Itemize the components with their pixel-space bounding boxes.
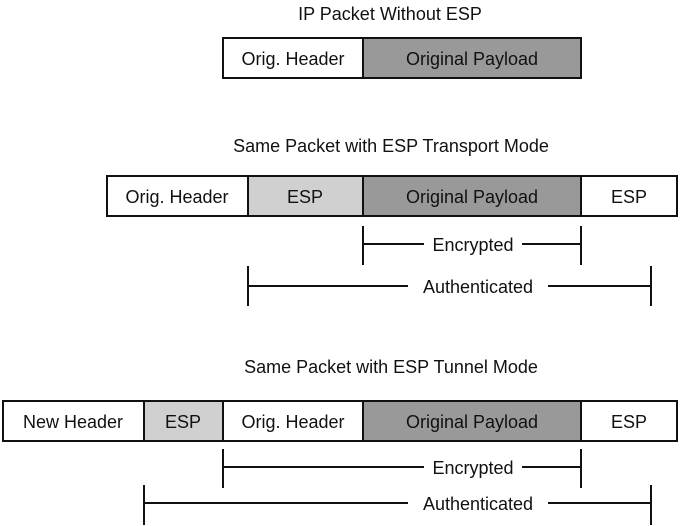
section3-new-header-cell — [2, 400, 145, 442]
section3-packet: New Header ESP Orig. Header Original Pay… — [2, 400, 678, 442]
section2-esp-trailer-cell — [580, 175, 678, 217]
section3-esp-trailer-cell — [580, 400, 678, 442]
section2-original-payload-label: Original Payload — [406, 187, 538, 207]
section2-esp-trailer-label: ESP — [611, 187, 647, 207]
section3-esp-header-cell — [143, 400, 224, 442]
section3-esp-header-label: ESP — [165, 412, 201, 432]
section3-authenticated-span: Authenticated — [143, 485, 652, 525]
section3-esp-trailer-label: ESP — [611, 412, 647, 432]
section2-title: Same Packet with ESP Transport Mode — [233, 136, 549, 156]
section2-encrypted-label: Encrypted — [432, 235, 513, 255]
section2-packet: Orig. Header ESP Original Payload ESP — [106, 175, 678, 217]
section3-orig-header-cell — [222, 400, 364, 442]
section2-original-payload-cell — [362, 175, 582, 217]
section1-title: IP Packet Without ESP — [298, 4, 482, 24]
section3-original-payload-label: Original Payload — [406, 412, 538, 432]
section2-orig-header-cell — [106, 175, 249, 217]
section1-original-payload-label: Original Payload — [406, 49, 538, 69]
section2-authenticated-label: Authenticated — [423, 277, 533, 297]
section2-orig-header-label: Orig. Header — [125, 187, 228, 207]
section2-esp-header-label: ESP — [287, 187, 323, 207]
section1-orig-header-cell — [222, 37, 364, 79]
section3-title: Same Packet with ESP Tunnel Mode — [244, 357, 538, 377]
section2-encrypted-span: Encrypted — [362, 226, 582, 265]
section3-orig-header-label: Orig. Header — [241, 412, 344, 432]
section1-orig-header-label: Orig. Header — [241, 49, 344, 69]
section3-new-header-label: New Header — [23, 412, 123, 432]
section2-authenticated-span: Authenticated — [247, 266, 652, 306]
section1-original-payload-cell — [362, 37, 582, 79]
section3-encrypted-span: Encrypted — [222, 449, 582, 488]
section1-packet: Orig. Header Original Payload — [222, 37, 582, 79]
section3-authenticated-label: Authenticated — [423, 494, 533, 514]
section3-encrypted-label: Encrypted — [432, 458, 513, 478]
